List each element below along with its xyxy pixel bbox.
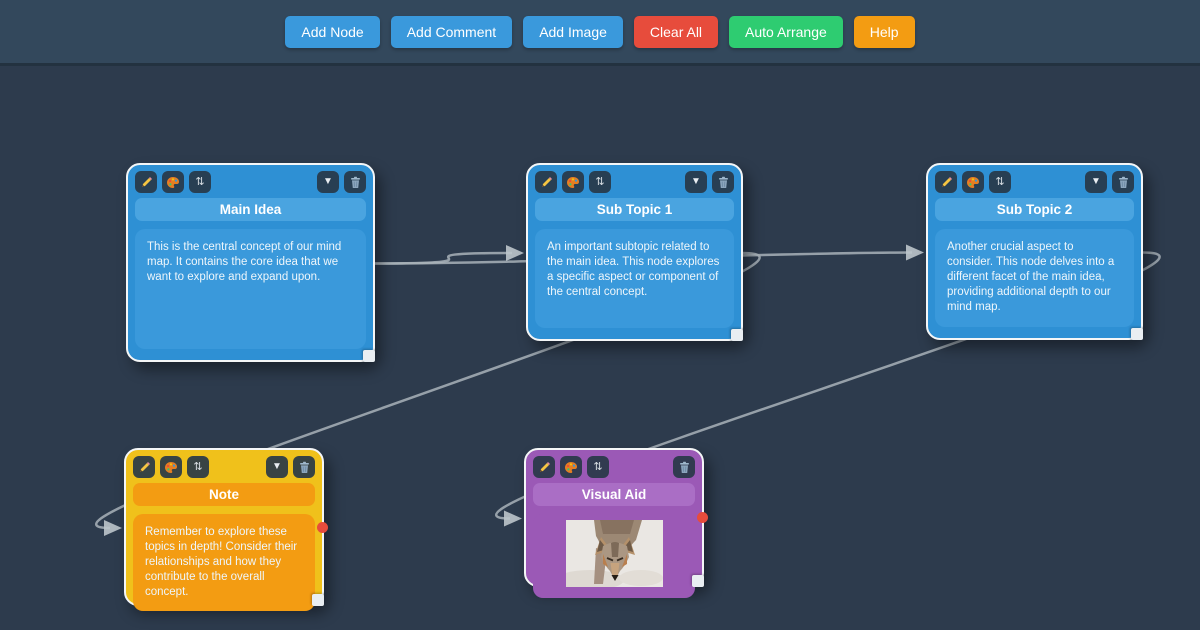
coyote-image [565,520,663,587]
palette-icon [567,176,579,188]
chevron-down-icon[interactable]: ▼ [317,171,339,193]
pencil-icon [139,461,150,472]
node-toolbar: ⇅ ▼ [528,165,741,193]
resize-handle[interactable] [363,350,375,362]
node-body-text[interactable]: This is the central concept of our mind … [135,229,366,349]
color-button[interactable] [162,171,184,193]
color-button[interactable] [562,171,584,193]
pencil-icon [541,176,552,187]
help-button[interactable]: Help [853,15,915,48]
color-button[interactable] [962,171,984,193]
node-body-text[interactable]: Another crucial aspect to consider. This… [935,229,1134,327]
edit-button[interactable] [935,171,957,193]
palette-icon [565,461,577,473]
node-image-content[interactable] [533,514,695,598]
node-toolbar: ⇅ ▼ [126,450,322,478]
connector-icon[interactable]: ⇅ [989,171,1011,193]
pencil-icon [941,176,952,187]
palette-icon [165,461,177,473]
node-toolbar: ⇅ ▼ [928,165,1141,193]
connection-output-dot[interactable] [317,521,328,533]
node-toolbar: ⇅ [526,450,702,478]
palette-icon [967,176,979,188]
connector-icon[interactable]: ⇅ [589,171,611,193]
node-body-text[interactable]: An important subtopic related to the mai… [535,229,734,328]
edit-button[interactable] [533,456,555,478]
node-title[interactable]: Sub Topic 1 [535,198,734,221]
pencil-icon [141,176,152,187]
resize-handle[interactable] [1131,328,1143,340]
node-title[interactable]: Sub Topic 2 [935,198,1134,221]
auto-arrange-button[interactable]: Auto Arrange [729,15,843,48]
trash-icon[interactable] [344,171,366,193]
node-note[interactable]: ⇅ ▼ Note Remember to explore these topic… [124,448,328,611]
resize-handle[interactable] [312,594,324,606]
node-body-text[interactable]: Remember to explore these topics in dept… [133,514,315,611]
node-visual-aid[interactable]: ⇅ Visual Aid [524,448,708,598]
node-title[interactable]: Main Idea [135,198,366,221]
add-image-button[interactable]: Add Image [523,15,623,48]
pencil-icon [539,461,550,472]
connector-icon[interactable]: ⇅ [587,456,609,478]
chevron-down-icon[interactable]: ▼ [1085,171,1107,193]
node-toolbar: ⇅ ▼ [128,165,373,193]
color-button[interactable] [560,456,582,478]
chevron-down-icon[interactable]: ▼ [266,456,288,478]
add-comment-button[interactable]: Add Comment [390,15,513,48]
trash-icon[interactable] [673,456,695,478]
node-title[interactable]: Note [133,483,315,506]
node-title[interactable]: Visual Aid [533,483,695,506]
resize-handle[interactable] [731,329,743,341]
edit-button[interactable] [135,171,157,193]
node-main-idea[interactable]: ⇅ ▼ Main Idea This is the central concep… [126,163,375,362]
connection-output-dot[interactable] [697,512,708,523]
trash-icon[interactable] [712,171,734,193]
edit-button[interactable] [133,456,155,478]
clear-all-button[interactable]: Clear All [633,15,719,48]
edit-button[interactable] [535,171,557,193]
connector-icon[interactable]: ⇅ [189,171,211,193]
resize-handle[interactable] [692,575,704,587]
chevron-down-icon[interactable]: ▼ [685,171,707,193]
trash-icon[interactable] [293,456,315,478]
add-node-button[interactable]: Add Node [285,15,380,48]
node-sub-topic-2[interactable]: ⇅ ▼ Sub Topic 2 Another crucial aspect t… [926,163,1143,340]
trash-icon[interactable] [1112,171,1134,193]
connector-icon[interactable]: ⇅ [187,456,209,478]
top-toolbar: Add Node Add Comment Add Image Clear All… [0,0,1200,66]
palette-icon [167,176,179,188]
color-button[interactable] [160,456,182,478]
node-sub-topic-1[interactable]: ⇅ ▼ Sub Topic 1 An important subtopic re… [526,163,743,341]
